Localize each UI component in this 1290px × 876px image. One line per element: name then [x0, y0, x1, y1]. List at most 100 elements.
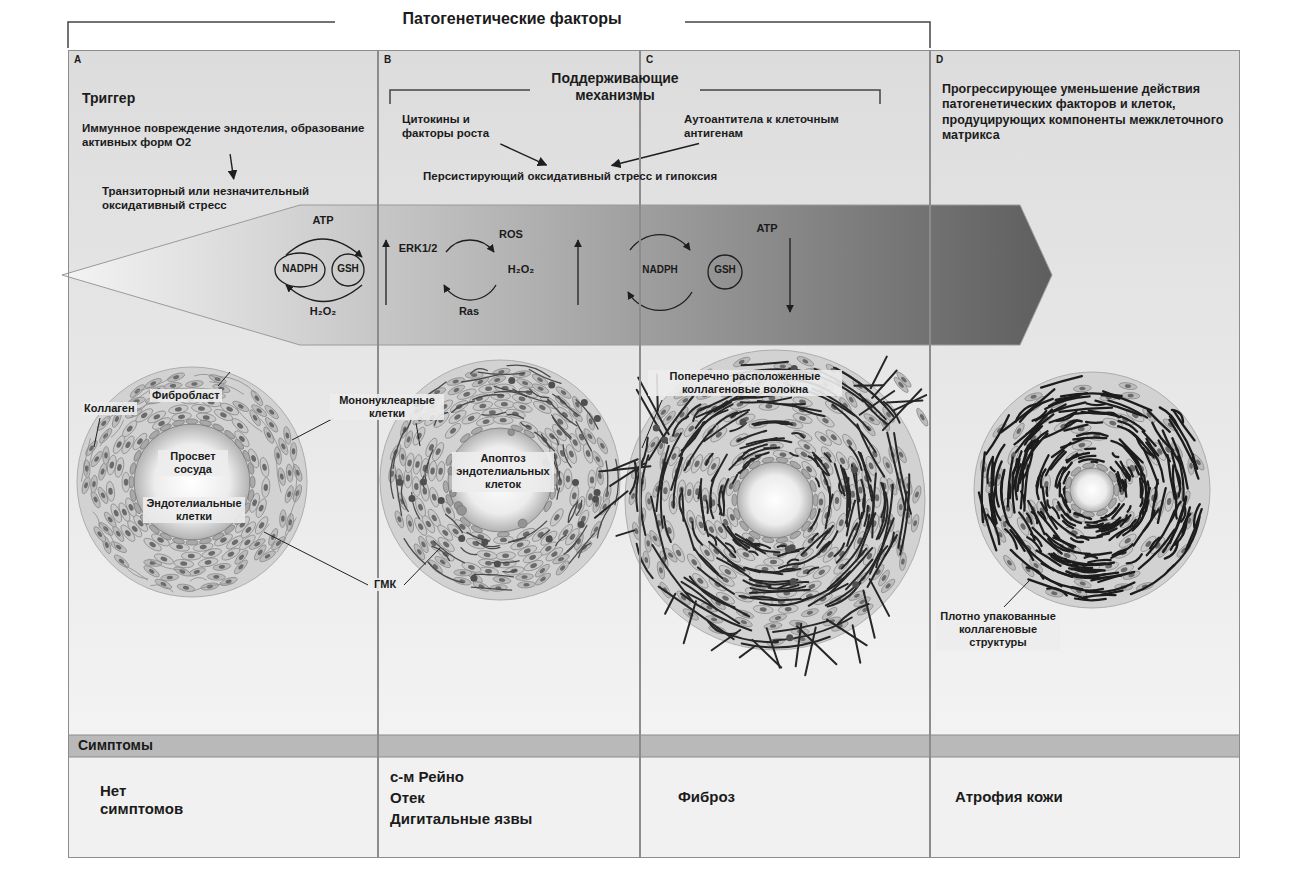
cell-nucleus [148, 541, 156, 548]
cell [142, 536, 163, 553]
node-text: Персистирующий оксидативный стресс и гип… [423, 169, 717, 183]
cell-nucleus [848, 396, 854, 403]
collagen-fiber [665, 594, 675, 614]
mononuclear-cell [578, 521, 585, 528]
collagen-fiber [1016, 464, 1021, 499]
endothelial-cell [1070, 466, 1082, 478]
collagen-fiber [1025, 434, 1048, 465]
collagen-fiber [879, 492, 888, 538]
collagen-fiber [989, 494, 995, 525]
cell-nucleus [208, 550, 216, 556]
collagen-fiber [1058, 502, 1071, 519]
vessel-figure [77, 367, 307, 597]
cell-nucleus [93, 496, 99, 503]
collagen-fiber [994, 487, 1001, 520]
collagen-fiber [1082, 412, 1113, 414]
collagen-fiber [717, 558, 752, 579]
collagen-fiber [693, 406, 710, 421]
cell-nucleus [485, 569, 492, 574]
cell-nucleus [868, 462, 874, 470]
cell-nucleus [1079, 387, 1085, 391]
cell-nucleus [1127, 394, 1133, 398]
collagen-fiber [1051, 402, 1086, 412]
cell-nucleus [666, 415, 673, 422]
cell-nucleus [598, 473, 602, 480]
collagen-fiber [521, 423, 530, 427]
cell-nucleus [124, 479, 128, 486]
cell-nucleus [523, 583, 529, 587]
cell-nucleus [663, 487, 668, 494]
collagen-fiber [760, 598, 810, 606]
cell [915, 407, 930, 427]
collagen-fiber [836, 604, 868, 626]
collagen-fiber [808, 568, 819, 574]
collagen-fiber [700, 486, 705, 530]
cell-nucleus [539, 567, 546, 574]
endothelial-cell [809, 480, 818, 493]
cell-nucleus [173, 374, 180, 379]
mononuclear-cell [739, 419, 746, 426]
trend-arrow [385, 240, 386, 305]
cell-nucleus [885, 582, 892, 589]
collagen-fiber [190, 577, 206, 581]
mononuclear-cell [653, 425, 660, 432]
apoptotic-body [457, 505, 467, 515]
cell [1073, 385, 1091, 393]
collagen-fiber [852, 465, 860, 501]
collagen-fiber [1015, 410, 1052, 445]
collagen-fiber [1151, 480, 1157, 520]
collagen-fiber [853, 625, 861, 663]
collagen-fiber [507, 415, 524, 419]
cell-nucleus [268, 409, 275, 416]
cell-nucleus [204, 560, 212, 566]
cell-nucleus [176, 544, 184, 550]
cell [230, 416, 250, 435]
cycle-label: ROS [496, 228, 526, 241]
collagen-fiber [747, 539, 760, 546]
cell-nucleus [523, 548, 531, 555]
collagen-fiber [472, 587, 512, 590]
collagen-fiber [832, 405, 875, 452]
collagen-fiber [556, 535, 567, 546]
collagen-fiber [660, 433, 681, 489]
collagen-fiber [651, 497, 666, 559]
collagen-fiber [706, 454, 713, 465]
collagen-fiber [393, 428, 406, 468]
collagen-fiber [1041, 469, 1046, 487]
collagen-fiber [796, 624, 802, 667]
collagen-fiber [613, 459, 638, 469]
collagen-fiber [401, 481, 408, 511]
cell [879, 577, 896, 594]
cell [232, 558, 249, 576]
cell-nucleus [285, 432, 290, 439]
collagen-fiber [478, 372, 525, 374]
endothelial-cell [762, 456, 775, 463]
endothelial-cell [732, 480, 741, 493]
cell-nucleus [711, 617, 718, 622]
collagen-fiber [569, 501, 578, 522]
vessel-wall [974, 372, 1210, 608]
symptom-label: Нет симптомов [100, 782, 200, 818]
collagen-fiber [195, 374, 219, 379]
cell [824, 428, 844, 448]
cell-nucleus [585, 450, 591, 458]
cell-nucleus [846, 438, 854, 446]
mononuclear-cell [594, 489, 601, 496]
collagen-fiber [982, 453, 985, 523]
cell-nucleus [494, 377, 501, 382]
cell-nucleus [839, 457, 846, 465]
cell [911, 485, 922, 504]
cell-nucleus [453, 413, 461, 421]
cell-nucleus [919, 413, 925, 421]
collagen-fiber [1041, 376, 1082, 388]
endothelial-cell [459, 432, 472, 444]
mononuclear-cell [481, 539, 488, 546]
cell [187, 566, 206, 578]
cell-nucleus [287, 491, 292, 498]
collagen-fiber [151, 585, 173, 592]
cycle-circle [708, 255, 742, 289]
cell [103, 446, 110, 464]
band-line [68, 735, 1240, 736]
cell-nucleus [690, 558, 698, 566]
cell-nucleus [913, 520, 918, 527]
